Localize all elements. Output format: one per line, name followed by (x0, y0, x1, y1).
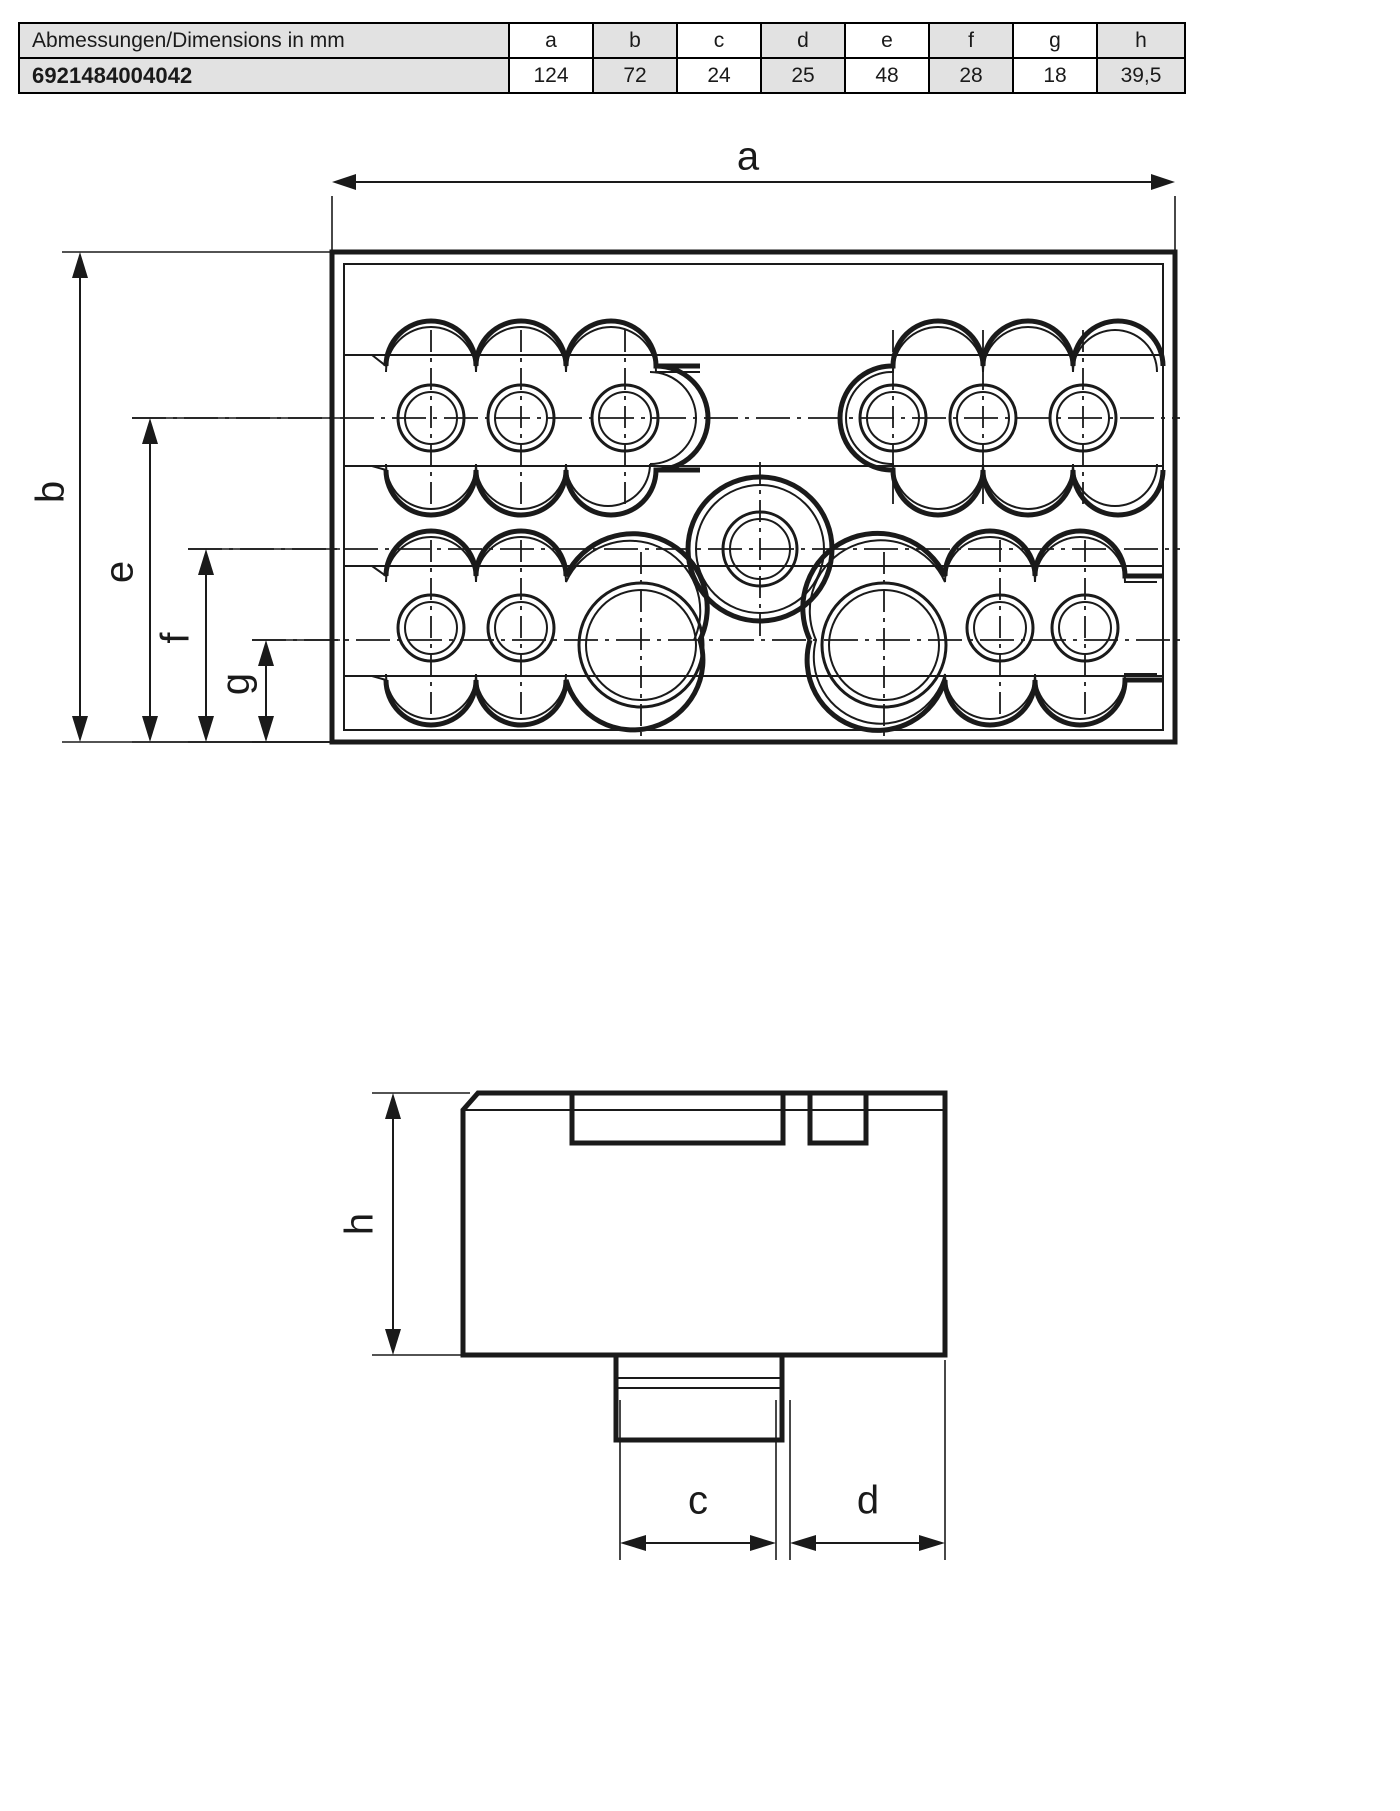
side-top-notch-right (807, 1093, 869, 1146)
grommet-slot-lower-right (800, 528, 1163, 740)
dimensions-table: Abmessungen/Dimensions in mm a b c d e f… (18, 22, 1186, 94)
dimension-label-f: f (154, 632, 198, 644)
value-b: 72 (592, 57, 678, 94)
plate-inner-outline (343, 263, 1164, 731)
dimension-label-e: e (98, 561, 142, 583)
table-value-row: 6921484004042 124 72 24 25 48 28 18 39,5 (18, 57, 1186, 94)
dimension-label-a: a (737, 135, 760, 179)
value-g: 18 (1012, 57, 1098, 94)
top-view: a b e (29, 135, 1180, 745)
grommet-slot-lower-left (344, 528, 710, 740)
value-h: 39,5 (1096, 57, 1186, 94)
plate-outline (329, 249, 1178, 745)
column-header-f: f (928, 22, 1014, 59)
horizontal-centerlines (132, 417, 1180, 641)
dimension-label-b: b (29, 481, 73, 503)
dimension-label-g: g (214, 673, 258, 695)
dimension-label-d: d (857, 1479, 879, 1523)
column-header-a: a (508, 22, 594, 59)
grommet-centerlines (883, 540, 1086, 740)
column-header-e: e (844, 22, 930, 59)
dimension-b: b (29, 251, 340, 743)
dimension-d: d (789, 1360, 946, 1560)
side-bottom-collar (613, 1355, 785, 1443)
grommet-rings (396, 581, 705, 709)
table-caption: Abmessungen/Dimensions in mm (18, 22, 510, 59)
side-body-outline (460, 1090, 948, 1358)
column-header-h: h (1096, 22, 1186, 59)
grommet-rings (820, 581, 1120, 709)
dimension-h: h (338, 1092, 470, 1356)
dimension-f: f (154, 548, 340, 743)
table-header-row: Abmessungen/Dimensions in mm a b c d e f… (18, 22, 1186, 59)
value-a: 124 (508, 57, 594, 94)
column-header-c: c (676, 22, 762, 59)
grommet-centerlines (430, 330, 626, 508)
side-top-notch-left (569, 1093, 786, 1146)
dimension-label-h: h (338, 1213, 382, 1235)
side-view: h c d (338, 1090, 948, 1560)
value-d: 25 (760, 57, 846, 94)
column-header-b: b (592, 22, 678, 59)
plate-frame-rails (344, 354, 1163, 677)
grommet-centerlines (892, 330, 1084, 508)
dimension-c: c (619, 1400, 777, 1560)
value-c: 24 (676, 57, 762, 94)
value-e: 48 (844, 57, 930, 94)
dimension-g: g (214, 639, 340, 743)
dimension-label-c: c (688, 1479, 708, 1523)
column-header-g: g (1012, 22, 1098, 59)
dimension-a: a (331, 135, 1176, 262)
part-number: 6921484004042 (18, 57, 510, 94)
column-header-d: d (760, 22, 846, 59)
grommet-centerlines (430, 540, 642, 740)
value-f: 28 (928, 57, 1014, 94)
